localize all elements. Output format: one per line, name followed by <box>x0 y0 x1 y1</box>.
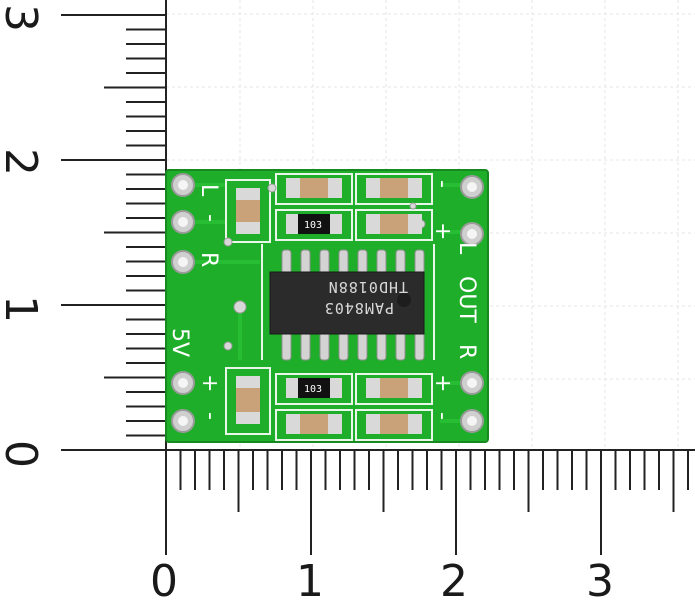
chip-pin <box>281 249 292 275</box>
right-pads <box>460 175 484 433</box>
chip-pin <box>319 331 330 361</box>
label-minus-right-bottom: - <box>430 412 455 420</box>
chip-pin <box>300 249 311 275</box>
label-minus-right-top: - <box>430 180 455 188</box>
label-l-right: L <box>454 242 479 255</box>
resistor-code-top: 103 <box>304 220 322 231</box>
smd-resistor-bottom: 103 <box>286 378 342 398</box>
horizontal-ruler <box>165 449 695 555</box>
ic-chip: THD0188N PAM8403 <box>269 249 425 361</box>
ruler-x-label-3: 3 <box>586 556 614 602</box>
chip-marking-line1: THD0188N <box>328 278 408 296</box>
capacitor-left-top <box>236 188 260 234</box>
label-plus-right-bottom: + <box>430 374 455 392</box>
ruler-x-label-2: 2 <box>440 556 468 602</box>
vertical-ruler <box>61 0 167 451</box>
label-minus-left-top: - <box>198 214 223 222</box>
smd-resistor-top: 103 <box>286 214 342 234</box>
smd-caps <box>286 178 422 434</box>
ruler-x-label-1: 1 <box>296 556 324 602</box>
label-plus-right-top: + <box>430 222 455 240</box>
ruler-y-label-2: 2 <box>0 148 46 176</box>
ruler-x-label-0: 0 <box>150 556 178 602</box>
label-out: OUT <box>454 276 479 323</box>
label-5v: 5V <box>167 328 192 357</box>
chip-pin <box>414 331 425 361</box>
chip-pin <box>338 249 349 275</box>
chip-pin <box>357 331 368 361</box>
chip-pin <box>281 331 292 361</box>
pcb-board: 103 103 THD0188N PAM8403 L - R 5V + - - … <box>165 169 489 443</box>
chip-pin <box>414 249 425 275</box>
chip-pin <box>376 249 387 275</box>
chip-pin <box>395 249 406 275</box>
left-pads <box>171 173 195 433</box>
capacitor-left-bottom <box>236 376 260 424</box>
ruler-y-label-1: 1 <box>0 295 46 323</box>
label-r-right: R <box>454 344 479 359</box>
chip-pin <box>357 249 368 275</box>
chip-pin <box>395 331 406 361</box>
chip-marking-line2: PAM8403 <box>324 299 394 317</box>
label-plus-left: + <box>197 374 222 392</box>
label-r-left: R <box>196 252 221 267</box>
chip-pin <box>338 331 349 361</box>
label-l-left: L <box>196 184 221 197</box>
chip-pin <box>300 331 311 361</box>
chip-pin <box>319 249 330 275</box>
ruler-y-label-0: 0 <box>0 440 46 468</box>
chip-pin <box>376 331 387 361</box>
ruler-y-label-3: 3 <box>0 4 46 32</box>
label-minus-left-bottom: - <box>198 412 223 420</box>
resistor-code-bottom: 103 <box>304 384 322 395</box>
